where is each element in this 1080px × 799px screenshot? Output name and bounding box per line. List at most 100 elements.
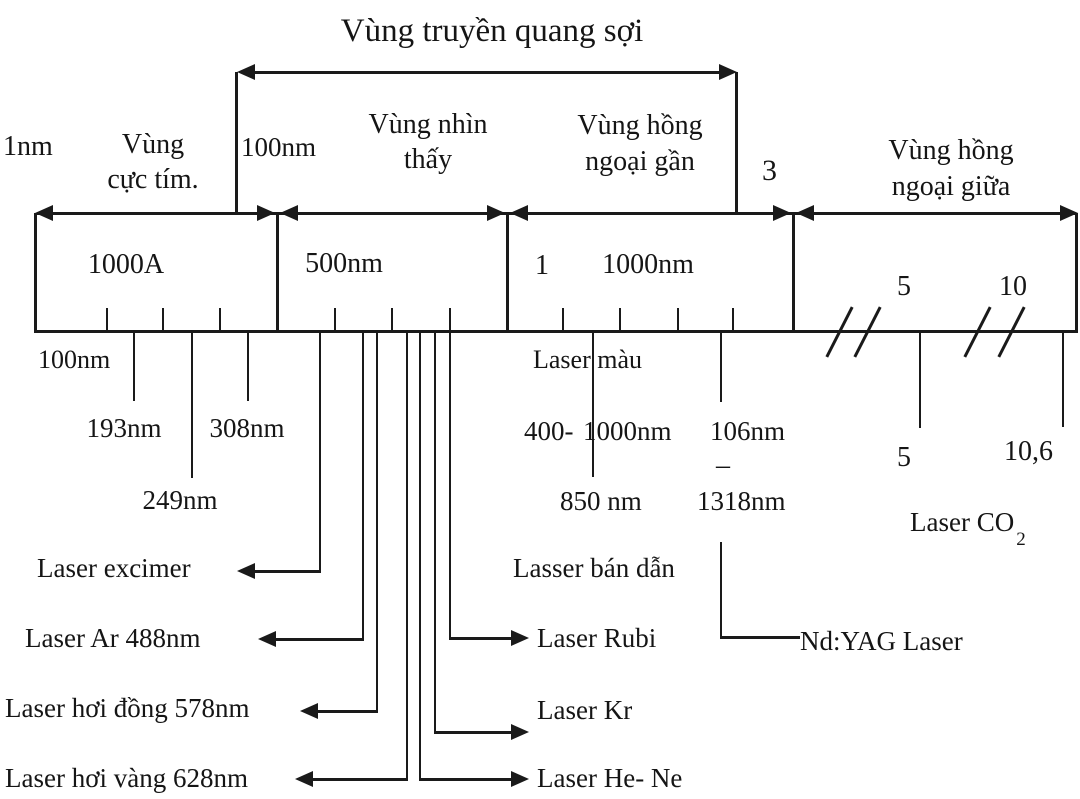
band-label-1000A: 1000A <box>87 249 165 280</box>
label-laser-semiconductor: Lasser bán dẫn <box>513 553 675 583</box>
band-boundary-uv-visible <box>276 213 279 333</box>
tick-249nm <box>191 333 193 478</box>
tick-5um <box>919 333 921 428</box>
label-1318nm: 1318nm <box>697 486 786 516</box>
fiber-bracket-left-drop <box>235 72 238 215</box>
helium-neon-arrow-icon <box>511 771 529 787</box>
label-400: 400- <box>524 416 574 446</box>
tick-above <box>334 308 336 332</box>
label-laser-krypton: Laser Kr <box>537 695 633 725</box>
tick-above <box>677 308 679 332</box>
band-label-500nm: 500nm <box>305 248 383 279</box>
tick-10-6um <box>1062 333 1064 427</box>
band-top-line <box>37 212 1076 215</box>
tick-308nm <box>247 333 249 401</box>
label-laser-co2-main: Laser CO <box>910 507 1015 537</box>
near-ir-left-arrow-icon <box>510 205 528 221</box>
figure-title: Vùng truyền quang sợi <box>340 13 644 49</box>
connector-gold <box>313 778 408 781</box>
label-laser-ndyag: Nd:YAG Laser <box>800 626 963 656</box>
drop-excimer <box>319 333 321 572</box>
label-laser-copper: Laser hơi đồng 578nm <box>5 693 250 723</box>
band-label-1: 1 <box>535 250 549 281</box>
label-5-below: 5 <box>897 442 911 473</box>
band-edge-right <box>1075 213 1078 333</box>
drop-ruby <box>449 308 451 640</box>
connector-copper <box>318 710 378 713</box>
excimer-arrow-icon <box>237 563 255 579</box>
band-edge-left <box>34 213 37 333</box>
uv-region-label-line2: cực tím. <box>107 164 199 195</box>
drop-argon <box>362 333 364 641</box>
label-laser-ruby: Laser Rubi <box>537 623 657 653</box>
drop-ndyag-lower <box>720 542 722 639</box>
fiber-bracket-left-arrow-icon <box>237 64 255 80</box>
label-308nm: 308nm <box>209 413 285 443</box>
drop-copper <box>376 333 378 713</box>
tick-above <box>562 308 564 332</box>
copper-arrow-icon <box>300 703 318 719</box>
band-boundary-nir-mir <box>792 213 795 333</box>
label-laser-co2-subscript: 2 <box>1016 529 1026 551</box>
label-106nm: 106nm <box>710 416 786 446</box>
label-850nm: 850 nm <box>560 486 642 516</box>
krypton-arrow-icon <box>511 724 529 740</box>
band-label-10: 10 <box>999 271 1027 302</box>
connector-excimer <box>255 570 321 573</box>
uv-region-label-line1: Vùng <box>121 129 185 160</box>
connector-ruby <box>449 637 512 640</box>
fiber-bracket-right-drop <box>735 72 738 215</box>
band-label-1000nm: 1000nm <box>602 249 694 280</box>
uv-right-arrow-icon <box>257 205 275 221</box>
tick-above <box>391 308 393 332</box>
fiber-bracket-line <box>250 71 732 74</box>
connector-ndyag <box>720 636 800 639</box>
tick-above <box>219 308 221 332</box>
argon-arrow-icon <box>258 631 276 647</box>
label-laser-dye: Laser màu <box>533 345 643 374</box>
fiber-bracket-right-arrow-icon <box>719 64 737 80</box>
band-left-arrow-icon <box>35 205 53 221</box>
near-ir-region-label-line2: ngoại gần <box>585 146 695 177</box>
label-laser-helium-neon: Laser He- Ne <box>537 763 683 793</box>
label-laser-argon: Laser Ar 488nm <box>25 623 201 653</box>
label-10-6: 10,6 <box>1004 436 1053 467</box>
drop-gold <box>406 333 408 781</box>
label-laser-excimer: Laser excimer <box>37 553 191 583</box>
drop-helium-neon <box>419 333 421 781</box>
tick-above <box>106 308 108 332</box>
tick-193nm <box>133 333 135 401</box>
tick-above <box>732 308 734 332</box>
mid-ir-left-arrow-icon <box>796 205 814 221</box>
connector-helium-neon <box>419 778 512 781</box>
label-3: 3 <box>762 154 777 187</box>
label-1nm: 1nm <box>3 131 53 162</box>
gold-arrow-icon <box>295 771 313 787</box>
visible-region-label-line1: Vùng nhìn <box>368 109 488 140</box>
connector-krypton <box>434 731 512 734</box>
label-laser-gold: Laser hơi vàng 628nm <box>5 763 248 793</box>
label-1000nm-range: 1000nm <box>583 416 672 446</box>
drop-ndyag-upper <box>720 333 722 402</box>
label-range-dash: – <box>716 450 730 481</box>
label-laser-co2: Laser CO2 <box>910 507 1026 550</box>
mid-ir-region-label-line2: ngoại giữa <box>891 171 1011 202</box>
ruby-arrow-icon <box>511 630 529 646</box>
band-label-5: 5 <box>897 271 911 302</box>
label-193nm: 193nm <box>86 413 162 443</box>
below-label-100nm: 100nm <box>38 345 111 374</box>
label-100nm: 100nm <box>241 132 317 162</box>
tick-above <box>162 308 164 332</box>
drop-dye-laser <box>592 333 594 477</box>
tick-above <box>619 308 621 332</box>
label-249nm: 249nm <box>142 485 218 515</box>
drop-krypton <box>434 333 436 734</box>
band-right-arrow-icon <box>1060 205 1078 221</box>
mid-ir-region-label-line1: Vùng hồng <box>888 135 1014 166</box>
near-ir-right-arrow-icon <box>773 205 791 221</box>
visible-region-label-line2: thấy <box>403 144 453 175</box>
baseline <box>35 330 1078 333</box>
connector-argon <box>276 638 364 641</box>
near-ir-region-label-line1: Vùng hồng <box>577 110 703 141</box>
